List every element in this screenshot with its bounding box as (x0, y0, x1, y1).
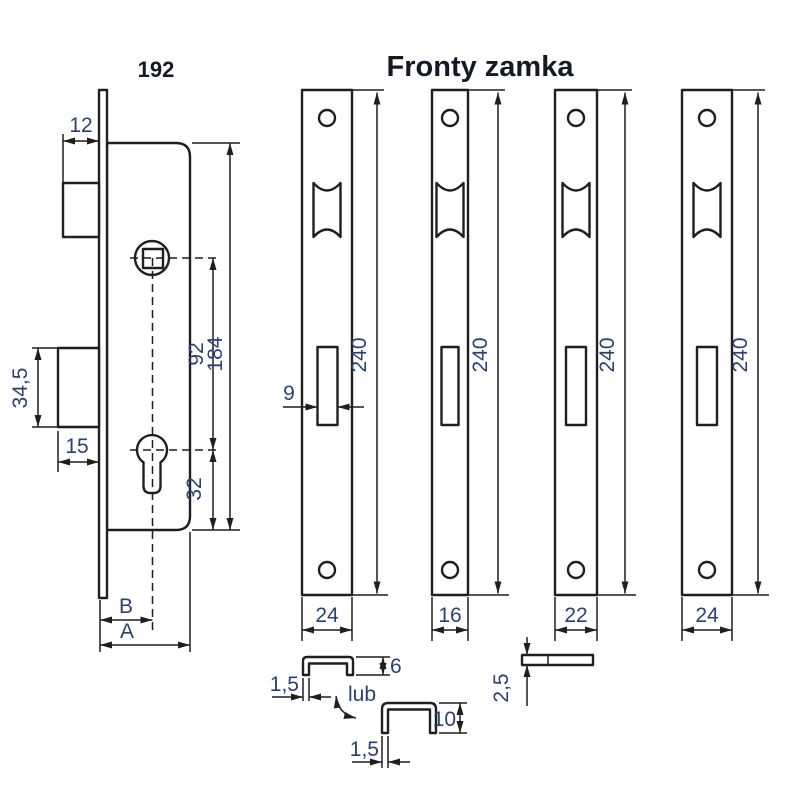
faceplates-title: Fronty zamka (387, 51, 575, 83)
profile-u-channel-6: 6 1,5 (270, 655, 402, 701)
plate-outline (553, 88, 599, 597)
width-label: 16 (438, 604, 461, 627)
dim-cylinder-to-bottom: 32 (183, 450, 217, 530)
plate-outline (430, 88, 470, 597)
screw-hole-bottom (317, 560, 337, 580)
dim-label: 34,5 (9, 368, 32, 409)
screw-hole-top (566, 108, 586, 128)
height-label: 240 (729, 337, 752, 372)
dim-label: 12 (69, 114, 92, 137)
height-label: 240 (596, 337, 619, 372)
height-label: 240 (469, 337, 492, 372)
height-label: 240 (348, 337, 371, 372)
lock-faceplate-strip (97, 88, 109, 600)
lock-drawing: 192 12 34,5 (9, 57, 240, 652)
latch-cutout (561, 181, 591, 239)
faceplate-2: 240 16 (430, 88, 509, 641)
dim-bolt-depth: 15 (57, 431, 99, 472)
faceplate-3: 240 22 (553, 88, 636, 641)
channel-section (380, 701, 438, 735)
width-label: 24 (315, 604, 339, 627)
dead-bolt (56, 346, 101, 429)
lock-case (105, 141, 192, 532)
dim-label: B (119, 595, 133, 618)
thickness-label: 1,5 (350, 738, 379, 761)
or-curved-arrow (333, 695, 357, 719)
thickness-label: 2,5 (490, 673, 513, 702)
dim-bolt-height: 34,5 (9, 347, 57, 428)
deadbolt-slot (695, 345, 719, 427)
deadbolt-slot (316, 345, 339, 427)
dim-depth: A (100, 532, 191, 652)
height-label: 10 (433, 708, 456, 731)
slot-width-label: 9 (283, 382, 295, 405)
dim-spindle-to-cylinder: 92 (185, 258, 217, 450)
profile-flat-bar: 2,5 (490, 637, 595, 706)
screw-hole-bottom (566, 560, 586, 580)
lock-model-title: 192 (138, 57, 175, 82)
screw-hole-top (697, 108, 717, 128)
profile-u-channel-10: 10 1,5 (350, 701, 467, 768)
dim-label: 15 (65, 435, 88, 458)
width-label: 22 (564, 604, 587, 627)
latch-cutout (692, 181, 722, 239)
or-label: lub (348, 683, 376, 706)
channel-section (301, 655, 355, 677)
latch-cutout (312, 181, 342, 239)
or-annotation: lub (333, 683, 376, 719)
dim-label: 184 (204, 336, 227, 371)
flat-bar-section (520, 653, 595, 667)
width-label: 24 (695, 604, 719, 627)
plate-outline (680, 88, 734, 597)
faceplate-4: 240 24 (680, 88, 769, 641)
deadbolt-slot (440, 345, 460, 427)
dim-label: 92 (185, 342, 208, 365)
dim-label: A (120, 620, 134, 643)
thickness-label: 1,5 (270, 673, 299, 696)
dim-slot-width: 9 (283, 382, 364, 411)
dim-case-height: 184 (192, 142, 240, 531)
dim-label: 32 (183, 477, 206, 500)
latch-cutout (435, 181, 465, 239)
height-label: 6 (390, 655, 402, 678)
centerlines (130, 257, 218, 632)
screw-hole-top (317, 108, 337, 128)
screw-hole-top (440, 108, 460, 128)
latch-bolt (61, 181, 101, 239)
dim-flange: 12 (62, 114, 99, 183)
plate-outline (300, 88, 354, 597)
faceplate-1: 240 24 9 (283, 88, 388, 641)
screw-hole-bottom (440, 560, 460, 580)
screw-hole-bottom (697, 560, 717, 580)
deadbolt-slot (564, 345, 588, 427)
